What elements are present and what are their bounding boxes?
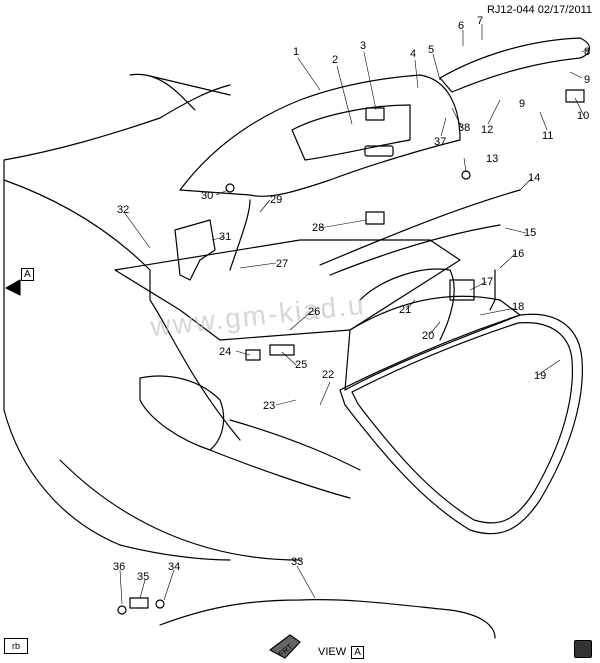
callout-19: 19 <box>534 370 547 382</box>
harness-21 <box>359 268 455 341</box>
callout-9-left: 9 <box>519 98 526 110</box>
rod-15 <box>329 224 501 276</box>
view-label-text: VIEW <box>318 646 347 658</box>
weatherstrip-seal <box>339 313 583 535</box>
part-3 <box>365 107 385 121</box>
callout-29: 29 <box>270 194 283 206</box>
part-25 <box>269 344 295 356</box>
hinge-31 <box>174 219 216 281</box>
part-35 <box>129 597 149 609</box>
callout-35: 35 <box>137 571 150 583</box>
callout-5: 5 <box>428 44 435 56</box>
callout-8: 8 <box>584 46 591 58</box>
callout-11: 11 <box>542 130 554 142</box>
callout-10: 10 <box>577 110 590 122</box>
callout-22: 22 <box>322 369 335 381</box>
callout-25: 25 <box>295 359 308 371</box>
tail-lamp <box>139 375 225 451</box>
callout-33: 33 <box>291 556 304 568</box>
lid-handle <box>364 145 394 157</box>
callout-1: 1 <box>293 46 300 58</box>
lower-body <box>59 459 301 561</box>
part-13 <box>461 170 471 180</box>
car-body-outline <box>3 84 231 561</box>
diagram-ref: RJ12-044 <box>486 4 535 16</box>
rod-14 <box>319 189 521 266</box>
roof-line <box>129 73 196 111</box>
weatherstrip-seal-inner <box>351 322 574 524</box>
callout-6: 6 <box>458 20 465 32</box>
callout-24: 24 <box>219 346 232 358</box>
rear-window <box>149 75 231 96</box>
view-a-marker: A <box>21 268 34 281</box>
callout-37: 37 <box>434 136 447 148</box>
callout-38: 38 <box>458 122 471 134</box>
callout-12: 12 <box>481 124 494 136</box>
spoiler <box>439 37 590 93</box>
callout-23: 23 <box>263 400 276 412</box>
callout-21: 21 <box>399 304 412 316</box>
diagram-header: RJ12-044 02/17/2011 <box>487 4 592 16</box>
callout-36: 36 <box>113 561 126 573</box>
callout-17: 17 <box>481 276 494 288</box>
callout-31: 31 <box>219 231 232 243</box>
callout-3: 3 <box>360 40 367 52</box>
quarter-panel <box>3 179 241 441</box>
part-34 <box>155 599 165 609</box>
callout-7: 7 <box>477 15 484 27</box>
callout-27: 27 <box>276 258 289 270</box>
callout-32: 32 <box>117 204 130 216</box>
strut-27 <box>229 199 251 271</box>
part-30 <box>225 183 235 193</box>
trunk-lid <box>179 74 461 197</box>
trunk-lid-inner <box>291 104 411 161</box>
rb-badge: rb <box>4 638 28 654</box>
latch-17 <box>449 279 475 301</box>
callout-30: 30 <box>201 190 214 202</box>
bumper <box>209 419 361 499</box>
callout-4: 4 <box>410 48 417 60</box>
callout-2: 2 <box>332 54 339 66</box>
callout-16: 16 <box>512 248 525 260</box>
part-24 <box>245 349 261 361</box>
trunk-opening <box>114 239 461 341</box>
callout-15: 15 <box>524 227 537 239</box>
forward-arrow <box>269 634 301 659</box>
callout-9-right: 9 <box>584 74 591 86</box>
callout-26: 26 <box>308 306 321 318</box>
view-label: VIEW A <box>318 646 364 659</box>
harness-33 <box>159 599 496 639</box>
diagram-date: 02/17/2011 <box>537 4 592 16</box>
callout-28: 28 <box>312 222 325 234</box>
gm-logo-icon <box>574 640 592 658</box>
callout-18: 18 <box>512 301 525 313</box>
part-28 <box>365 211 385 225</box>
trunk-lid-panel <box>344 295 521 391</box>
cable-16 <box>489 269 496 311</box>
callout-34: 34 <box>168 561 181 573</box>
callout-20: 20 <box>422 330 435 342</box>
view-a-arrow <box>5 279 21 296</box>
callout-13: 13 <box>486 153 499 165</box>
callout-14: 14 <box>528 172 541 184</box>
view-label-letter: A <box>351 646 364 659</box>
part-36 <box>117 605 127 615</box>
part-10 <box>565 89 585 103</box>
